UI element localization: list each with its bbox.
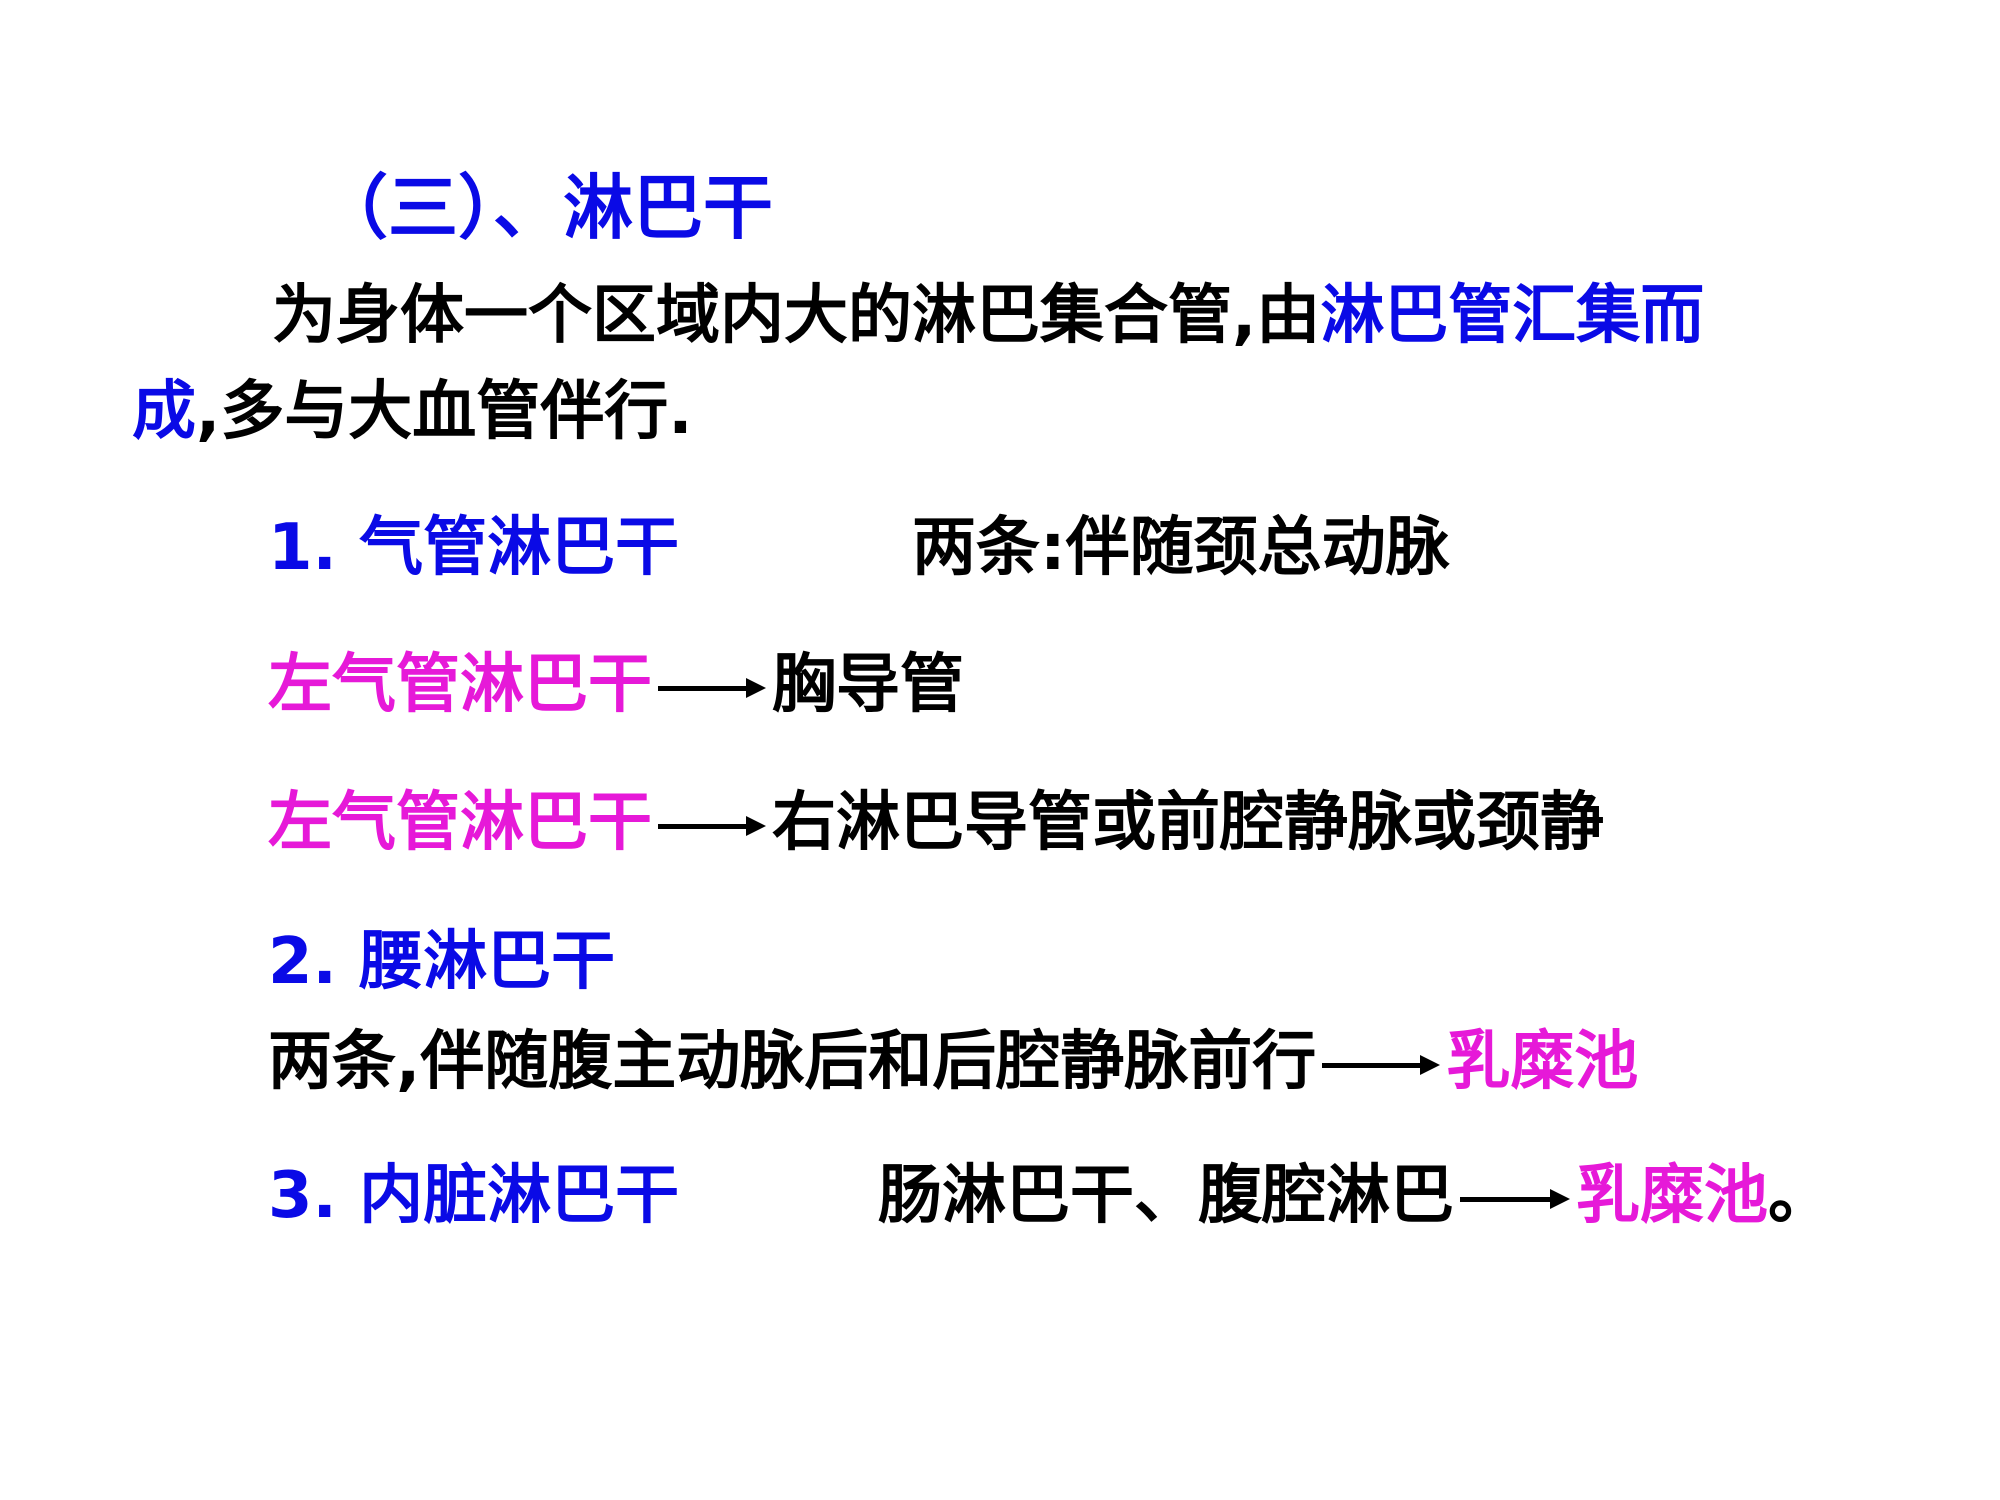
item2-target: 乳糜池: [1446, 1025, 1639, 1099]
item1-sub1: 左气管淋巴干 胸导管: [268, 645, 964, 725]
sub2-target: 右淋巴导管或前腔静脉或颈静: [772, 786, 1604, 860]
intro-text: 为身体一个区域内大的淋巴集合管,由: [272, 279, 1321, 353]
item3-target: 乳糜池: [1576, 1159, 1768, 1233]
arrow-icon: [1460, 1189, 1570, 1210]
item1-desc: 两条:伴随颈总动脉: [912, 511, 1450, 585]
item1-label: 1. 气管淋巴干: [268, 511, 680, 585]
sub1-target: 胸导管: [772, 648, 964, 722]
arrow-icon: [658, 816, 766, 837]
sub2-label: 左气管淋巴干: [268, 786, 652, 860]
sub1-label: 左气管淋巴干: [268, 648, 652, 722]
item2-desc-line: 两条,伴随腹主动脉后和后腔静脉前行 乳糜池: [268, 1022, 1638, 1102]
arrow-icon: [658, 678, 766, 699]
section-title: （三）、淋巴干: [318, 167, 773, 249]
intro-highlight-end: 成: [132, 375, 196, 449]
intro-text-end: ,多与大血管伴行.: [196, 375, 693, 449]
arrow-icon: [1322, 1055, 1441, 1076]
intro-line-1: 为身体一个区域内大的淋巴集合管,由淋巴管汇集而: [272, 276, 1704, 356]
intro-highlight: 淋巴管汇集而: [1320, 279, 1705, 353]
item3-desc: 肠淋巴干、腹腔淋巴: [878, 1159, 1454, 1233]
item2-desc: 两条,伴随腹主动脉后和后腔静脉前行: [268, 1025, 1317, 1099]
intro-line-2: 成,多与大血管伴行.: [132, 372, 693, 452]
item2-label: 2. 腰淋巴干: [268, 925, 616, 999]
item3-end: 。: [1768, 1159, 1832, 1233]
item3-desc-line: 肠淋巴干、腹腔淋巴 乳糜池。: [878, 1156, 1832, 1236]
item3-label: 3. 内脏淋巴干: [268, 1159, 680, 1233]
item1-sub2: 左气管淋巴干 右淋巴导管或前腔静脉或颈静: [268, 783, 1604, 863]
